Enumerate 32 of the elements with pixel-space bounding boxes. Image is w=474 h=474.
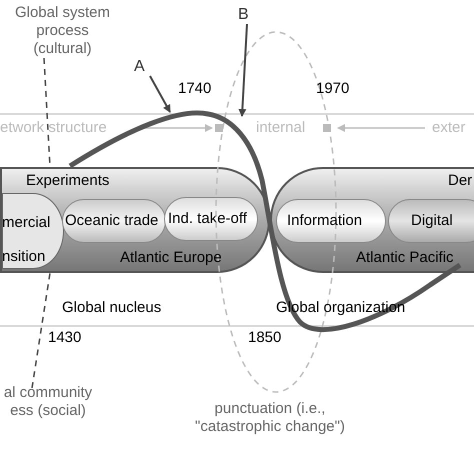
structure-label: etwork structure (0, 119, 107, 136)
year-label: 1850 (248, 329, 282, 346)
year-label: 1740 (178, 80, 212, 97)
arrow (149, 76, 171, 113)
phase-label: nsition (2, 248, 46, 265)
year-label: 1430 (48, 329, 82, 346)
callout-letter: B (238, 6, 254, 24)
structure-label: internal (256, 119, 306, 136)
phase-lens (388, 199, 474, 243)
era-band (270, 167, 474, 273)
structure-label: exter (432, 119, 466, 136)
process-label: punctuation (i.e., "catastrophic change") (195, 400, 345, 436)
phase-lens (2, 193, 64, 269)
year-label: 1970 (316, 80, 350, 97)
phase-lens (164, 197, 258, 241)
process-label: al community ess (social) (0, 384, 98, 420)
arrow (238, 24, 248, 117)
phase-label: Digital (411, 212, 453, 229)
phase-label: Information (287, 212, 362, 229)
phase-label: Atlantic Europe (120, 249, 222, 266)
callout-letter: A (134, 58, 150, 76)
phase-title: Global nucleus (62, 299, 162, 316)
dashed-line (31, 272, 51, 388)
phase-lens (276, 199, 386, 243)
phase-label: Oceanic trade (65, 212, 158, 229)
phase-lens (62, 199, 166, 243)
phase-label: mercial (2, 214, 50, 231)
phase-label: Atlantic Pacific (356, 249, 454, 266)
phase-label: Der (448, 172, 472, 189)
phase-label: Experiments (26, 172, 110, 189)
process-label: Global system process (cultural) (5, 4, 120, 58)
phase-label: Ind. take-off (168, 210, 247, 227)
